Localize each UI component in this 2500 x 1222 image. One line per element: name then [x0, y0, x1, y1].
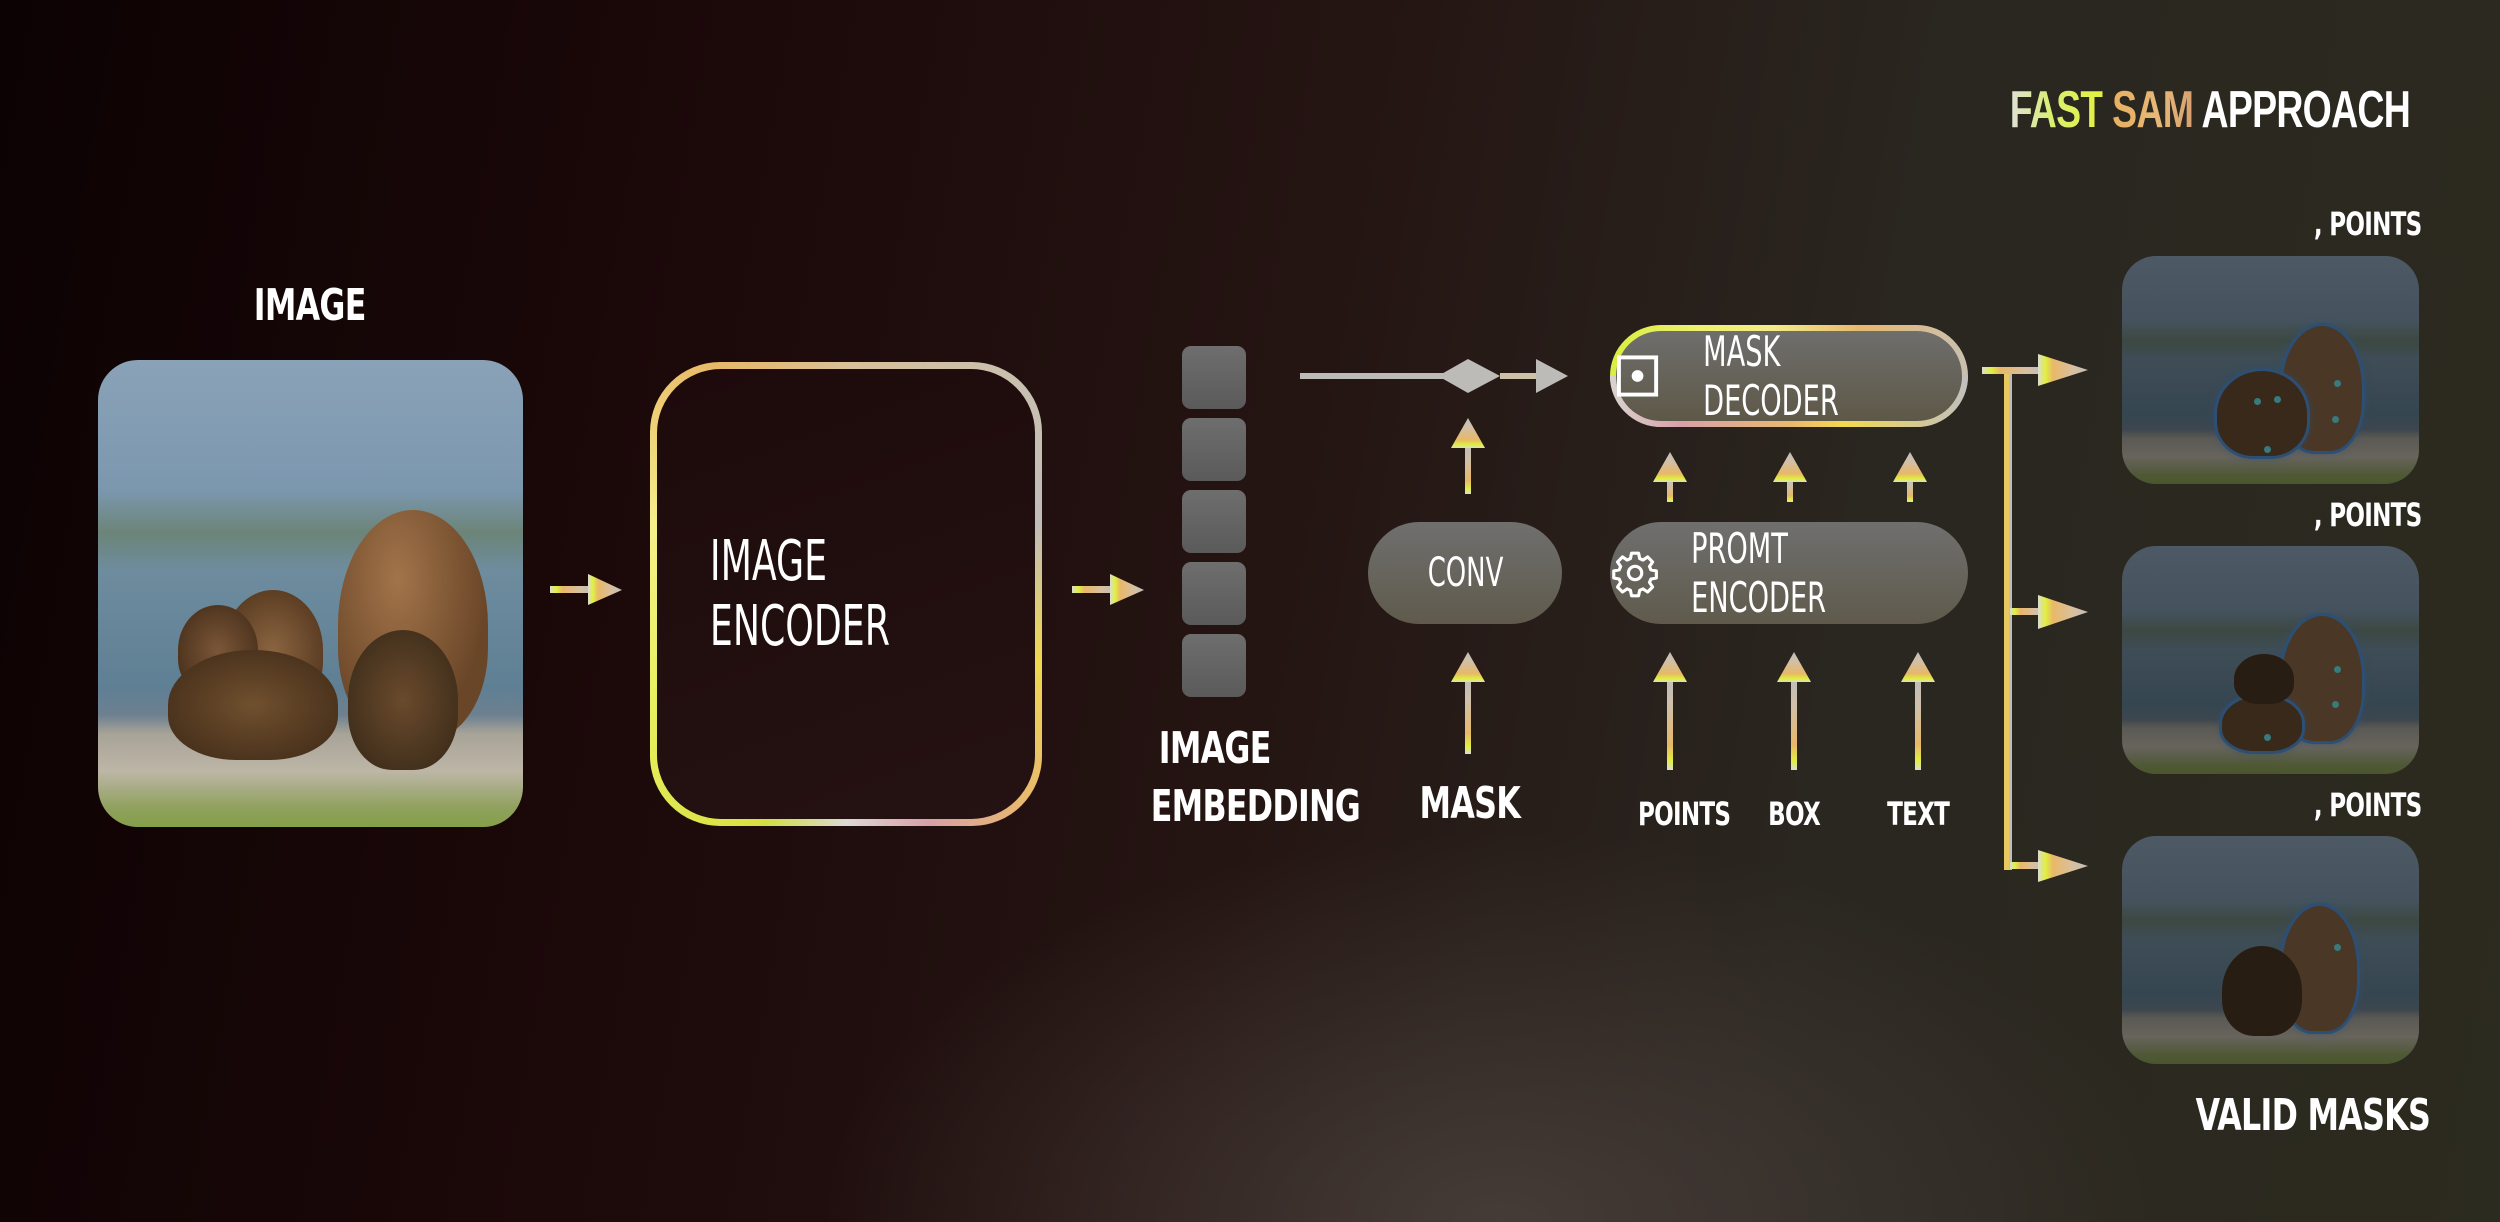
- embedding-block: [1182, 418, 1246, 481]
- bear-cub: [168, 650, 338, 760]
- prompt-points-label: POINTS: [1637, 795, 1731, 833]
- mask-decoder-block: MASK DECODER: [1610, 325, 1968, 427]
- arrow-up-icon: [1653, 452, 1687, 502]
- point-marker: [2334, 944, 2341, 951]
- conv-label: CONV: [1427, 550, 1503, 596]
- output-mask-1: [2122, 256, 2419, 484]
- arrow-up-icon: [1777, 652, 1811, 770]
- mask-input-label: MASK: [1419, 778, 1521, 829]
- embedding-block: [1182, 634, 1246, 697]
- input-image-label: IMAGE: [254, 280, 367, 331]
- mask-decoder-label: MASK DECODER: [1703, 327, 1839, 425]
- arrow-icon: [550, 574, 622, 605]
- output-2-caption: , POINTS: [2314, 496, 2422, 534]
- prompt-encoder-block: PROMT ENCODER: [1610, 522, 1968, 624]
- prompt-text-label: TEXT: [1886, 795, 1950, 833]
- bear-cub: [2234, 654, 2294, 704]
- arrow-up-icon: [1451, 652, 1485, 754]
- arrow-up-icon: [1893, 452, 1927, 502]
- target-square-icon: [1616, 355, 1659, 397]
- valid-masks-label: VALID MASKS: [2195, 1090, 2431, 1141]
- arrow-icon: [1072, 574, 1144, 605]
- image-encoder-label: IMAGE ENCODER: [709, 529, 890, 659]
- output-mask-2: [2122, 546, 2419, 774]
- prompt-encoder-label: PROMT ENCODER: [1691, 524, 1827, 622]
- diagram-title: FAST SAM APPROACH: [1854, 80, 2411, 140]
- point-marker: [2334, 380, 2341, 387]
- image-encoder-block: IMAGE ENCODER: [650, 362, 1042, 826]
- conv-block: CONV: [1368, 522, 1562, 624]
- arrow-up-icon: [1901, 652, 1935, 770]
- point-marker: [2332, 701, 2339, 708]
- output-1-caption: , POINTS: [2314, 205, 2422, 243]
- output-mask-3: [2122, 836, 2419, 1064]
- arrow-up-icon: [1653, 652, 1687, 770]
- bear-cub: [2222, 946, 2302, 1036]
- point-marker: [2254, 398, 2261, 405]
- bear-cub: [348, 630, 458, 770]
- output-3-caption: , POINTS: [2314, 786, 2422, 824]
- point-marker: [2332, 416, 2339, 423]
- mask-outline: [2217, 371, 2307, 456]
- point-marker: [2334, 666, 2341, 673]
- output-branch-connector: [1982, 354, 2088, 882]
- image-embedding-label: IMAGE EMBEDDING: [1150, 723, 1361, 832]
- title-sam: SAM: [2112, 81, 2194, 139]
- point-marker: [2274, 396, 2281, 403]
- gear-icon: [1612, 551, 1658, 598]
- input-image: [98, 360, 523, 827]
- mask-outline: [2222, 696, 2302, 751]
- combine-diamond-icon: [1438, 359, 1500, 393]
- title-fast: FAST: [2009, 81, 2104, 139]
- point-marker: [2264, 446, 2271, 453]
- embedding-block: [1182, 346, 1246, 409]
- embedding-connector: [1300, 359, 1568, 393]
- embedding-block: [1182, 490, 1246, 553]
- arrow-up-icon: [1451, 418, 1485, 494]
- prompt-box-label: BOX: [1768, 795, 1821, 833]
- point-marker: [2264, 734, 2271, 741]
- title-approach: APPROACH: [2201, 81, 2411, 139]
- arrow-up-icon: [1773, 452, 1807, 502]
- embedding-block: [1182, 562, 1246, 625]
